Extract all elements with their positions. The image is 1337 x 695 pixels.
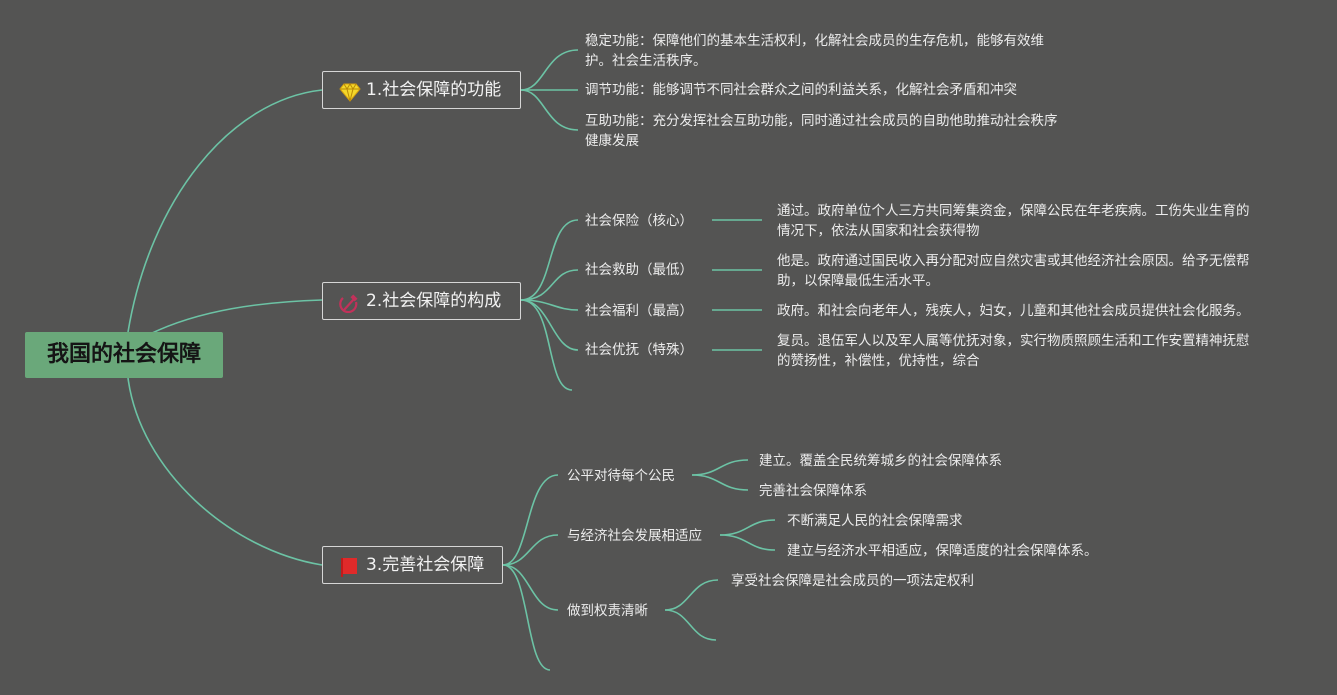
improve-clear-rights-label: 做到权责清晰	[567, 603, 648, 619]
composition-special-care[interactable]: 社会优抚（特殊）	[585, 340, 693, 360]
topic-improve-social-security[interactable]: 3.完善社会保障	[322, 546, 503, 584]
detail-line2: 助，以保障最低生活水平。	[777, 273, 939, 289]
link-t2-c1	[520, 219, 579, 301]
link-root-t2	[149, 299, 323, 335]
function-stability-line2: 护。社会生活秩序。	[585, 53, 707, 69]
topic-social-security-composition[interactable]: 2.社会保障的构成	[322, 282, 521, 320]
link-t3-c4	[502, 564, 551, 671]
detail-line1: 通过。政府单位个人三方共同筹集资金，保障公民在年老疾病。工伤失业生育的	[777, 203, 1250, 219]
composition-social-assistance-label: 社会救助（最低）	[585, 262, 693, 278]
link-t3-g5	[664, 579, 719, 611]
adapt-development-detail-1[interactable]: 不断满足人民的社会保障需求	[787, 511, 963, 531]
link-t3-g2	[691, 474, 749, 491]
function-mutual-aid-line2: 健康发展	[585, 133, 639, 149]
root-topic[interactable]: 我国的社会保障	[25, 332, 223, 378]
link-t2-c5	[520, 299, 573, 391]
link-t1-c1	[520, 49, 579, 91]
flag-icon	[339, 555, 361, 577]
composition-social-assistance[interactable]: 社会救助（最低）	[585, 260, 693, 280]
improve-adapt-development-label: 与经济社会发展相适应	[567, 528, 702, 544]
improve-fair-treatment-label: 公平对待每个公民	[567, 468, 675, 484]
function-stability[interactable]: 稳定功能：保障他们的基本生活权利，化解社会成员的生存危机，能够有效维 护。社会生…	[585, 31, 1044, 71]
diamond-icon	[339, 80, 361, 102]
composition-social-welfare-detail[interactable]: 政府。和社会向老年人，残疾人，妇女，儿童和其他社会成员提供社会化服务。	[777, 301, 1250, 321]
link-t2-c4	[520, 299, 579, 351]
composition-special-care-detail[interactable]: 复员。退伍军人以及军人属等优抚对象，实行物质照顾生活和工作安置精神抚慰 的赞扬性…	[777, 331, 1250, 371]
detail-line1: 政府。和社会向老年人，残疾人，妇女，儿童和其他社会成员提供社会化服务。	[777, 303, 1250, 319]
detail-text: 不断满足人民的社会保障需求	[787, 513, 963, 529]
detail-line1: 复员。退伍军人以及军人属等优抚对象，实行物质照顾生活和工作安置精神抚慰	[777, 333, 1250, 349]
topic-label: 3.完善社会保障	[366, 554, 485, 575]
link-t3-g3	[719, 519, 776, 536]
detail-line2: 的赞扬性，补偿性，优持性，综合	[777, 353, 980, 369]
fair-treatment-detail-1[interactable]: 建立。覆盖全民统筹城乡的社会保障体系	[759, 451, 1002, 471]
composition-social-assistance-detail[interactable]: 他是。政府通过国民收入再分配对应自然灾害或其他经济社会原因。给予无偿帮 助，以保…	[777, 251, 1250, 291]
link-t3-c1	[502, 474, 559, 566]
root-label: 我国的社会保障	[46, 342, 201, 367]
link-t3-c3	[502, 564, 559, 611]
detail-line1: 他是。政府通过国民收入再分配对应自然灾害或其他经济社会原因。给予无偿帮	[777, 253, 1250, 269]
adapt-development-detail-2[interactable]: 建立与经济水平相适应，保障适度的社会保障体系。	[787, 541, 1098, 561]
topic-label: 1.社会保障的功能	[366, 79, 502, 100]
topic-social-security-functions[interactable]: 1.社会保障的功能	[322, 71, 521, 109]
function-mutual-aid-line1: 互助功能：充分发挥社会互助功能，同时通过社会成员的自助他助推动社会秩序	[585, 113, 1058, 129]
function-regulation-text: 调节功能：能够调节不同社会群众之间的利益关系，化解社会矛盾和冲突	[585, 82, 1017, 98]
composition-social-welfare-label: 社会福利（最高）	[585, 303, 693, 319]
link-t3-g1	[691, 459, 749, 476]
detail-line2: 情况下，依法从国家和社会获得物	[777, 223, 980, 239]
link-t3-g4	[719, 534, 776, 551]
function-regulation[interactable]: 调节功能：能够调节不同社会群众之间的利益关系，化解社会矛盾和冲突	[585, 80, 1017, 100]
detail-text: 建立与经济水平相适应，保障适度的社会保障体系。	[787, 543, 1098, 559]
link-t3-c2	[502, 534, 559, 566]
composition-social-insurance-label: 社会保险（核心）	[585, 213, 693, 229]
fair-treatment-detail-2[interactable]: 完善社会保障体系	[759, 481, 867, 501]
function-stability-line1: 稳定功能：保障他们的基本生活权利，化解社会成员的生存危机，能够有效维	[585, 33, 1044, 49]
link-root-t1	[127, 89, 323, 333]
hammer-sickle-icon	[339, 291, 361, 314]
link-t3-g6	[664, 609, 717, 641]
detail-text: 享受社会保障是社会成员的一项法定权利	[731, 573, 974, 589]
link-t2-c2	[520, 269, 579, 301]
composition-special-care-label: 社会优抚（特殊）	[585, 342, 693, 358]
composition-social-insurance[interactable]: 社会保险（核心）	[585, 211, 693, 231]
improve-adapt-development[interactable]: 与经济社会发展相适应	[567, 526, 702, 546]
improve-clear-rights[interactable]: 做到权责清晰	[567, 601, 648, 621]
composition-social-welfare[interactable]: 社会福利（最高）	[585, 301, 693, 321]
topic-label: 2.社会保障的构成	[366, 290, 502, 311]
link-t1-c3	[520, 89, 579, 131]
detail-text: 建立。覆盖全民统筹城乡的社会保障体系	[759, 453, 1002, 469]
improve-fair-treatment[interactable]: 公平对待每个公民	[567, 466, 675, 486]
composition-social-insurance-detail[interactable]: 通过。政府单位个人三方共同筹集资金，保障公民在年老疾病。工伤失业生育的 情况下，…	[777, 201, 1250, 241]
detail-text: 完善社会保障体系	[759, 483, 867, 499]
link-root-t3	[127, 377, 323, 566]
function-mutual-aid[interactable]: 互助功能：充分发挥社会互助功能，同时通过社会成员的自助他助推动社会秩序 健康发展	[585, 111, 1058, 151]
clear-rights-detail-1[interactable]: 享受社会保障是社会成员的一项法定权利	[731, 571, 974, 591]
